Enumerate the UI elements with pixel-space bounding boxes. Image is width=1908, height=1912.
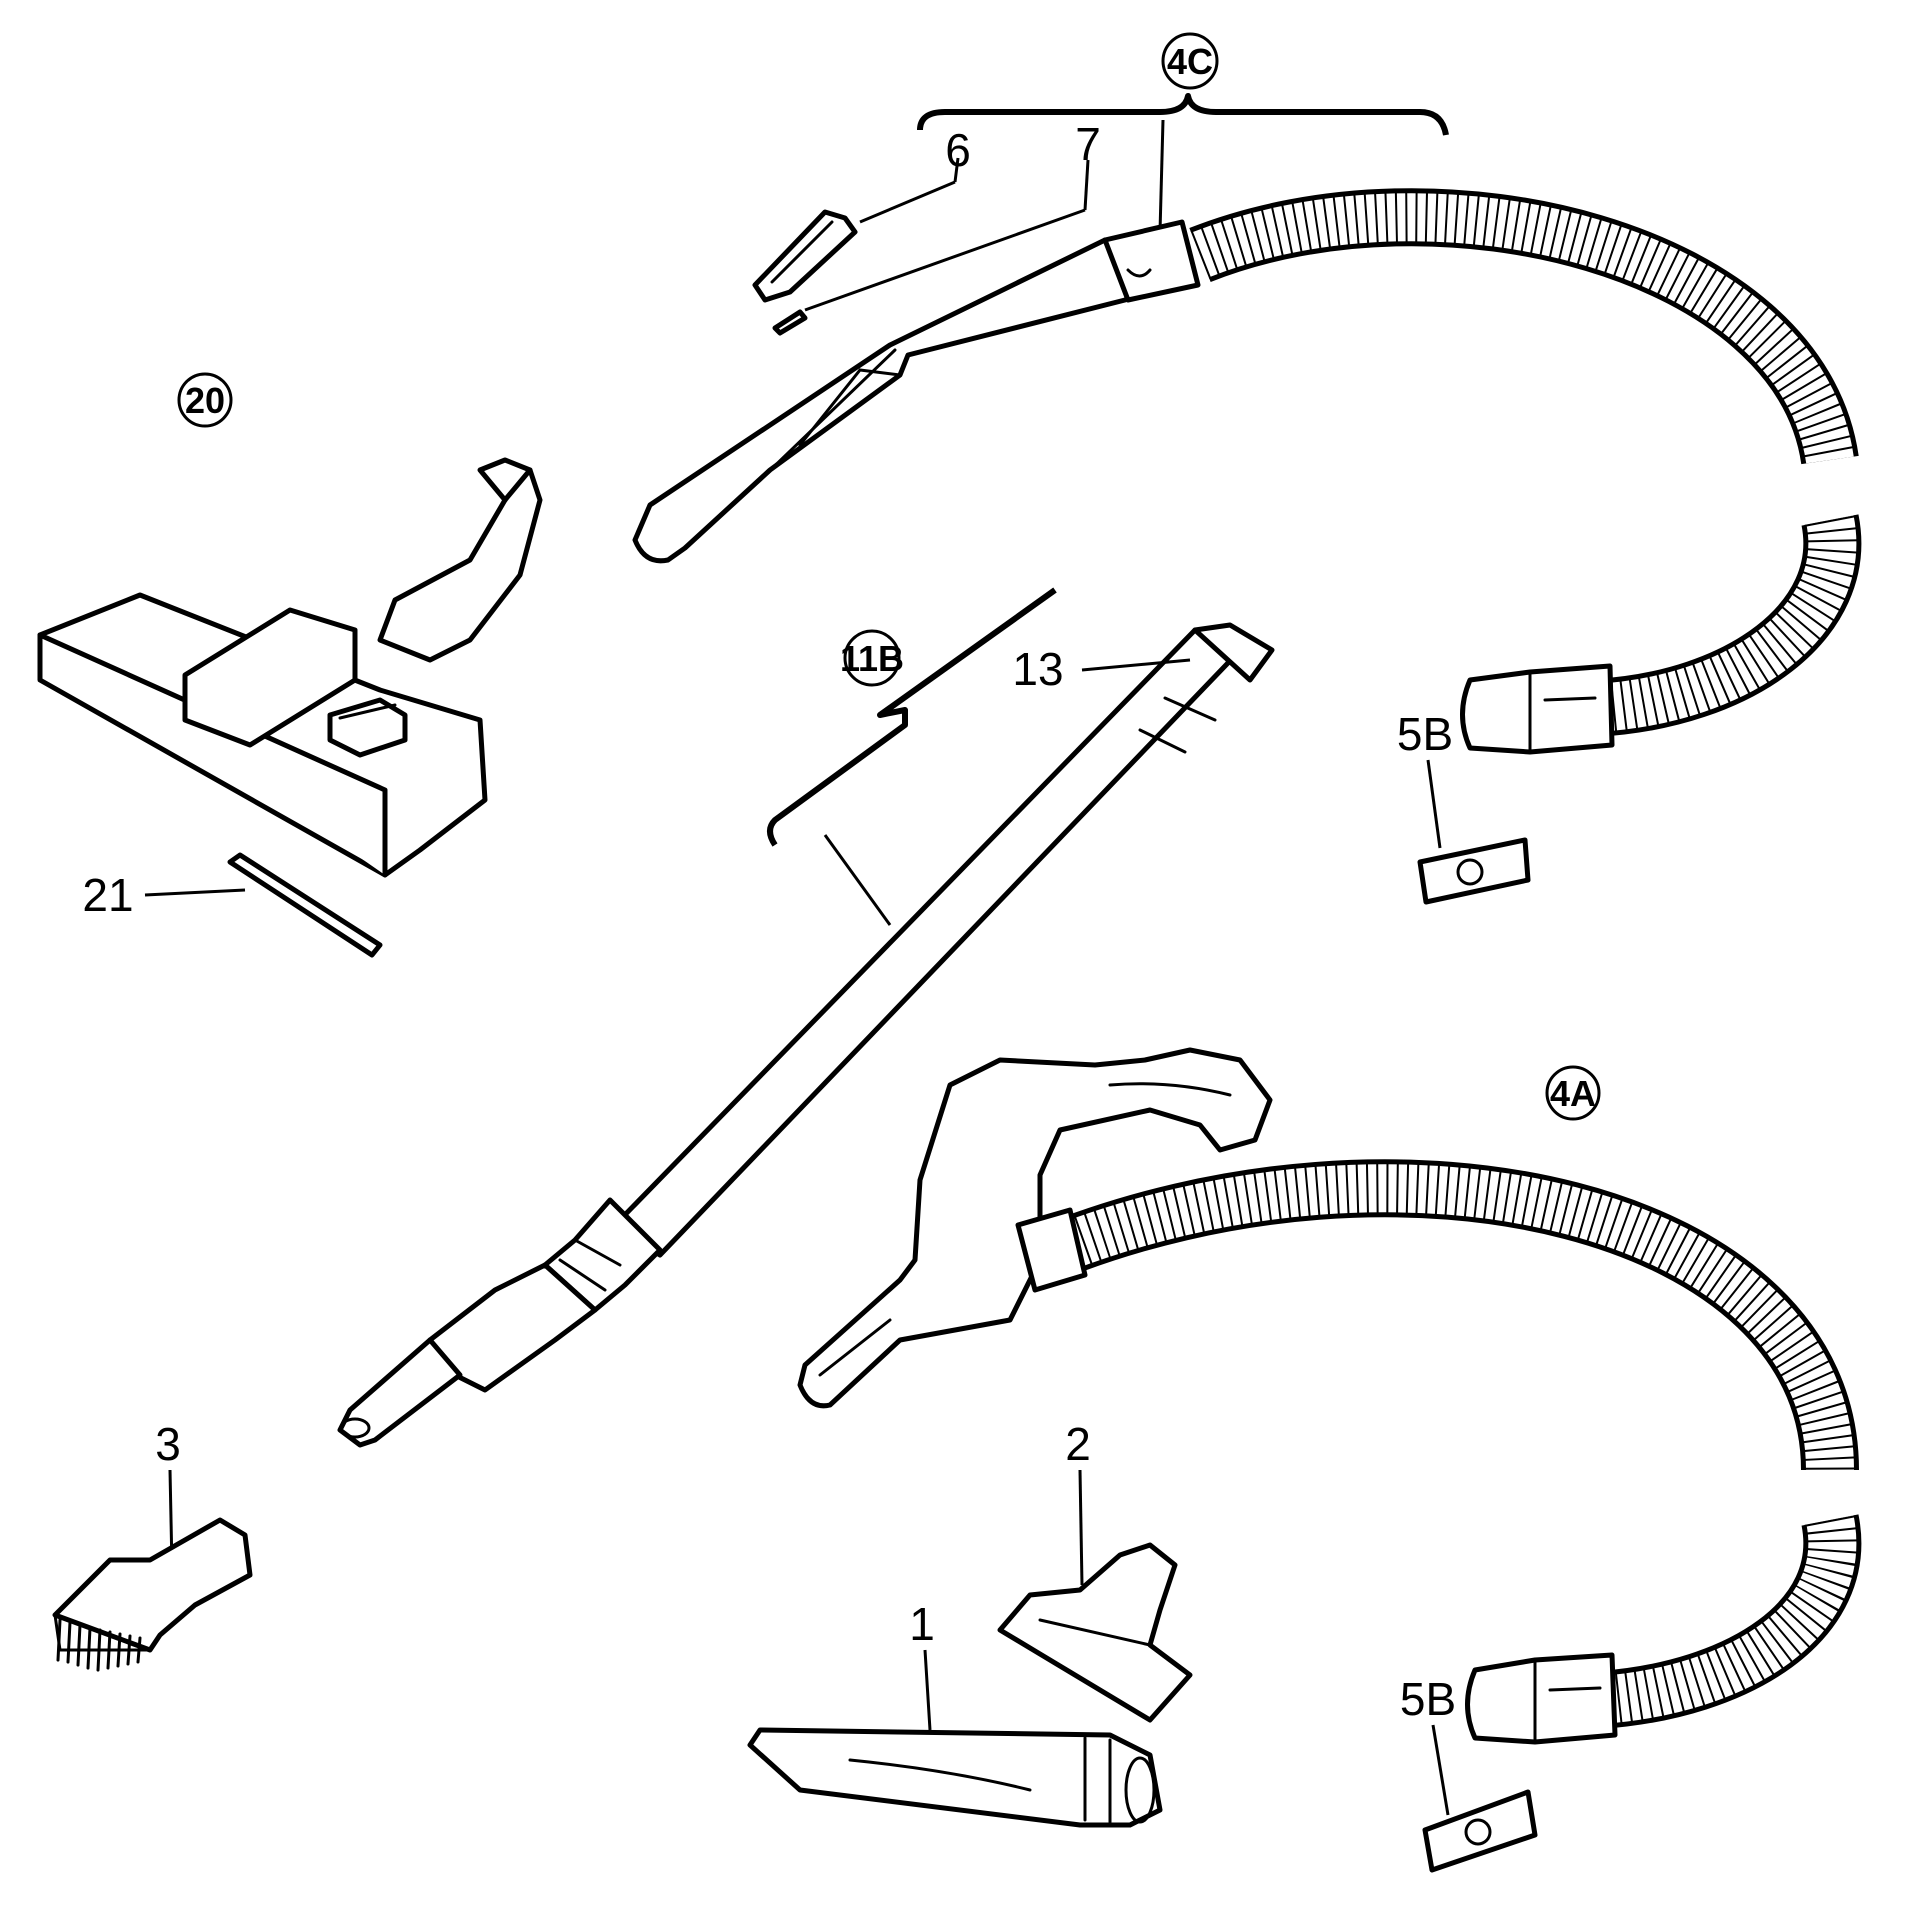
handle-cuff — [1102, 219, 1201, 303]
leader-6 — [859, 180, 956, 224]
label-4c: 4C — [1167, 41, 1213, 82]
switch-ridge — [338, 703, 397, 720]
label-7: 7 — [1075, 118, 1101, 170]
assembly-4c: 4C 6 7 5B — [632, 32, 1862, 905]
tube-opening — [339, 1417, 371, 1439]
leader-11b — [823, 834, 892, 926]
tool-3-dusting-brush: 3 — [52, 1418, 253, 1672]
leader-1 — [923, 1649, 932, 1731]
callout-circle-4c — [1161, 32, 1219, 90]
callout-circle-4a — [1545, 1065, 1601, 1121]
latch-part-5b-lower — [1422, 1789, 1538, 1873]
handle-slider-outline — [798, 368, 902, 447]
clip-part-6 — [752, 209, 858, 303]
label-6: 6 — [945, 124, 971, 176]
nozzle-neck — [377, 467, 543, 663]
leader-5b-lower — [1431, 1724, 1450, 1816]
brush-body — [52, 1517, 253, 1653]
leader-6-tick — [953, 157, 960, 183]
label-20: 20 — [185, 380, 225, 421]
callout-circle-11b — [843, 629, 901, 687]
upholstery-edge — [1038, 1618, 1152, 1647]
spring-part-7 — [772, 309, 808, 336]
tool-1-crevice-tool: 1 — [747, 1598, 1163, 1828]
latch-part-5b-upper — [1417, 837, 1531, 905]
tube-lower-end — [337, 1337, 463, 1448]
handle-shading — [1108, 1082, 1232, 1097]
hose-connector-lower — [1465, 1652, 1618, 1745]
handle-hose-cuff — [1015, 1207, 1088, 1293]
label-21: 21 — [82, 869, 133, 921]
nozzle-pedal — [182, 607, 358, 748]
leader-4c — [1158, 119, 1165, 233]
collar-slot — [558, 1238, 622, 1292]
leader-7 — [804, 208, 1086, 312]
label-5b-upper: 5B — [1397, 708, 1453, 760]
latch-hole-lower — [1464, 1818, 1492, 1846]
assembly-11b-extension-tube: 11B 13 — [337, 587, 1275, 1448]
assembly-20-floor-nozzle: 20 21 — [37, 372, 543, 958]
bracket-11b — [767, 587, 1057, 847]
leader-5b-upper — [1426, 759, 1442, 849]
latch-hole — [1456, 858, 1484, 886]
tube-lower-joint — [427, 1262, 598, 1393]
leader-21 — [144, 888, 246, 897]
label-13: 13 — [1012, 643, 1063, 695]
clip-groove — [770, 220, 834, 284]
leader-13 — [1081, 658, 1191, 672]
tool-2-upholstery-nozzle: 2 — [997, 1418, 1193, 1723]
hose-handle-4c — [632, 237, 1145, 564]
crevice-highlight — [848, 1758, 1032, 1792]
label-5b-lower: 5B — [1400, 1673, 1456, 1725]
label-1: 1 — [909, 1598, 935, 1650]
callout-circle-20 — [177, 372, 233, 428]
cuff-mark — [1126, 268, 1152, 278]
connector-details — [1528, 670, 1597, 754]
crevice-body — [747, 1727, 1163, 1828]
flexible-hose-upper — [1189, 188, 1862, 737]
flexible-hose-lower — [1034, 1159, 1862, 1729]
brush-bristles — [56, 1618, 142, 1672]
handle-slot-line — [758, 348, 897, 482]
label-3: 3 — [155, 1418, 181, 1470]
nozzle-tube-end — [477, 457, 533, 503]
label-2: 2 — [1065, 1418, 1091, 1470]
hose-connector-upper — [1460, 663, 1615, 755]
tube-top-end — [1192, 622, 1275, 683]
tube-joint-marks — [1138, 696, 1217, 754]
crevice-ring — [1083, 1736, 1112, 1824]
leader-2 — [1078, 1469, 1084, 1586]
label-11b: 11B — [840, 638, 904, 679]
nozzle-base-edge — [37, 632, 388, 878]
crevice-opening — [1124, 1756, 1156, 1824]
brush-base — [53, 1613, 162, 1652]
leader-7-tick — [1083, 159, 1090, 211]
assembly-4a: 4A 5B — [797, 1047, 1862, 1873]
connector-details-lower — [1533, 1658, 1602, 1744]
strip-part-21 — [227, 852, 383, 958]
label-4a: 4A — [1550, 1073, 1596, 1114]
bracket-4c — [917, 93, 1449, 136]
nozzle-switch — [327, 697, 408, 758]
handle-highlight — [818, 1318, 892, 1377]
